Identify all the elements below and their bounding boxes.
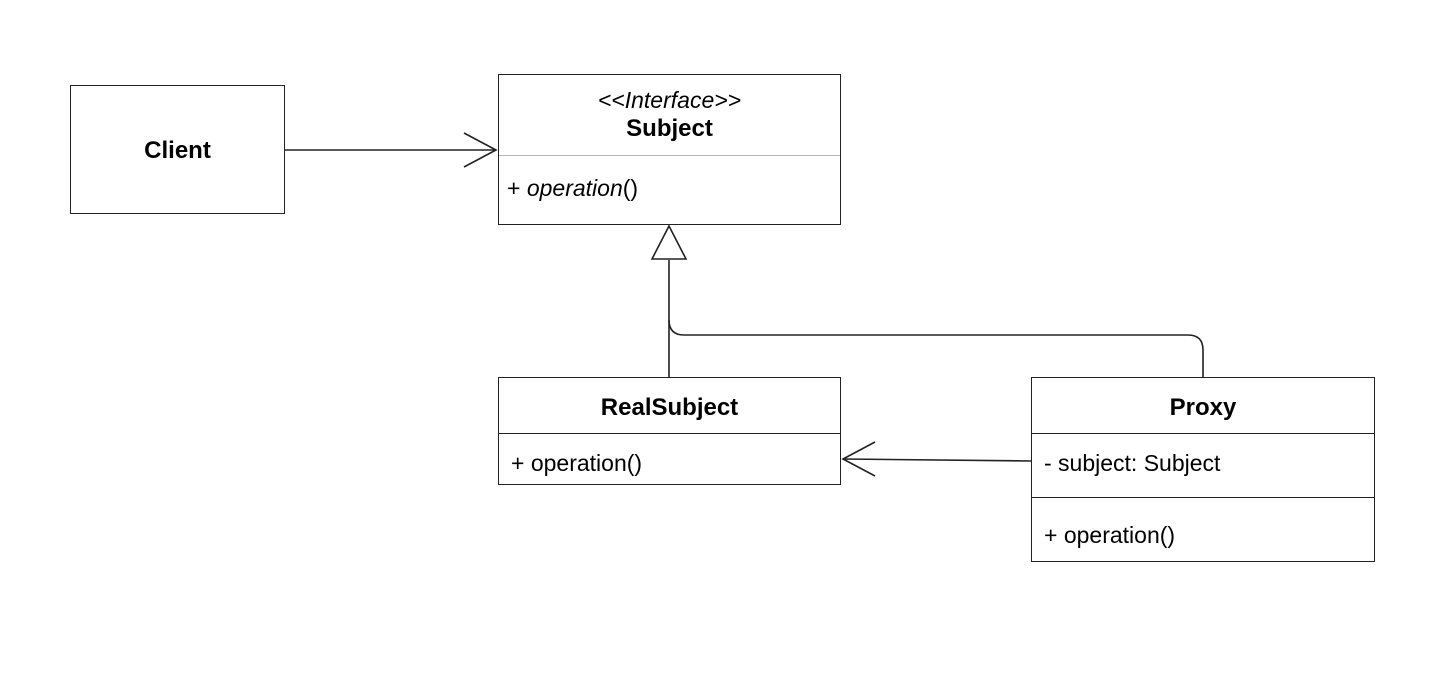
proxy-attribute: - subject: Subject — [1044, 450, 1221, 476]
proxy-generalization-line — [668, 319, 1204, 377]
subject-operation: + operation() — [507, 175, 638, 202]
proxy-class-box[interactable]: Proxy - subject: Subject + operation() — [1031, 377, 1375, 562]
generalization-triangle — [650, 224, 688, 260]
realsubject-divider — [499, 433, 840, 434]
subject-interface-box[interactable]: <<Interface>> Subject + operation() — [498, 74, 841, 225]
subject-operation-name: operation — [526, 175, 623, 201]
proxy-class-name: Proxy — [1169, 394, 1237, 421]
subject-class-name: Subject — [626, 115, 713, 142]
realsubject-class-box[interactable]: RealSubject + operation() — [498, 377, 841, 485]
realsubject-class-name: RealSubject — [600, 394, 739, 421]
proxy-divider-top — [1032, 433, 1374, 434]
client-class-box[interactable]: Client — [70, 85, 285, 214]
realsubject-operation: + operation() — [511, 450, 643, 476]
subject-stereotype: <<Interface>> — [597, 87, 742, 113]
client-class-name: Client — [144, 137, 211, 164]
client-subject-arrowhead — [463, 132, 498, 168]
subject-operation-prefix: + — [507, 175, 527, 201]
subject-divider — [499, 155, 840, 156]
proxy-realsubject-association — [842, 458, 1032, 462]
proxy-realsubject-arrowhead — [841, 441, 876, 477]
subject-operation-suffix: () — [622, 175, 639, 201]
proxy-divider-bottom — [1032, 497, 1374, 498]
proxy-operation: + operation() — [1044, 522, 1176, 548]
